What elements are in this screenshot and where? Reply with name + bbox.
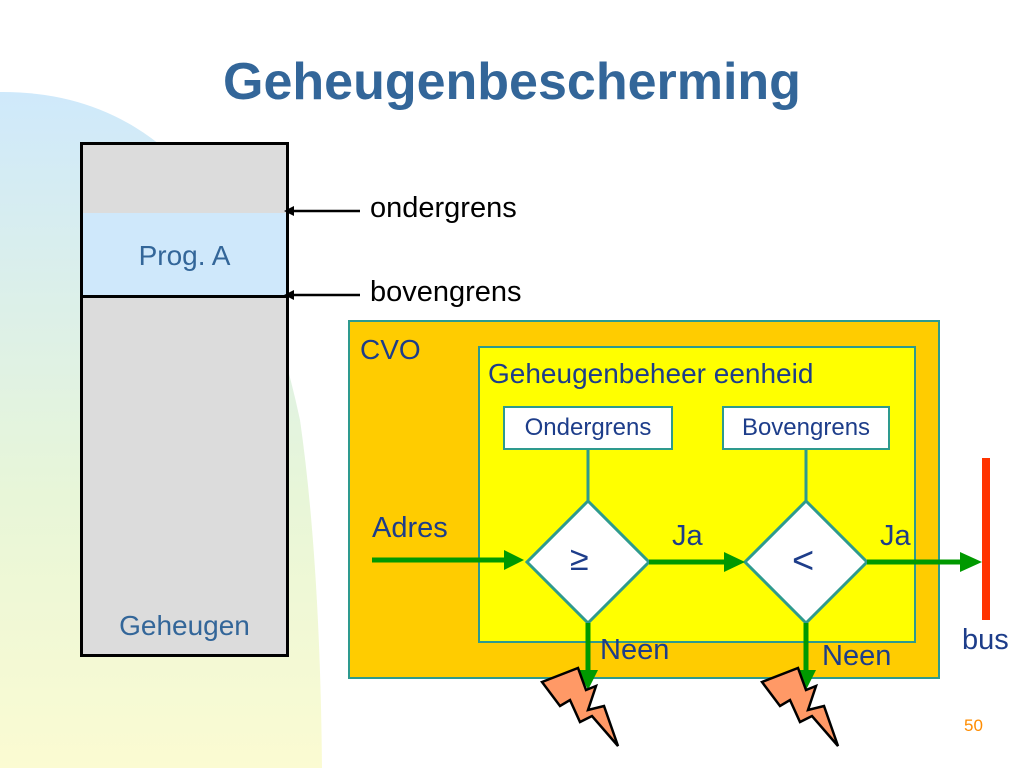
address-label: Adres [372, 512, 448, 544]
page-number: 50 [964, 716, 983, 735]
memory-management-unit-label: Geheugenbeheer eenheid [488, 358, 814, 389]
lower-bound-pointer [284, 206, 360, 216]
lightning-icon-2 [760, 666, 840, 747]
lower-bound-register: Ondergrens [503, 406, 673, 450]
bus-label: bus [962, 624, 1009, 656]
comparator-lt-symbol: < [792, 540, 815, 582]
yes-arrow-1 [649, 552, 745, 572]
lightning-icon-1 [540, 666, 620, 747]
program-label: Prog. A [138, 240, 231, 271]
memory-label: Geheugen [119, 610, 250, 641]
address-input-arrow [372, 550, 524, 570]
upper-bound-label: bovengrens [370, 276, 522, 308]
yes-label-1: Ja [672, 520, 703, 552]
no-arrow-1 [578, 623, 598, 690]
no-label-1: Neen [600, 634, 670, 666]
page-title: Geheugenbescherming [223, 53, 801, 111]
no-label-2: Neen [822, 640, 892, 672]
comparator-ge-symbol: ≥ [570, 540, 589, 578]
yes-arrow-2 [867, 552, 982, 572]
memory-management-unit-box [478, 346, 916, 643]
memory-region-bottom [80, 298, 289, 657]
memory-region-program [80, 213, 289, 298]
yes-label-2: Ja [880, 520, 911, 552]
cpu-label: CVO [360, 334, 421, 365]
upper-bound-register: Bovengrens [722, 406, 890, 450]
upper-bound-pointer [284, 290, 360, 300]
lower-bound-label: ondergrens [370, 192, 517, 224]
